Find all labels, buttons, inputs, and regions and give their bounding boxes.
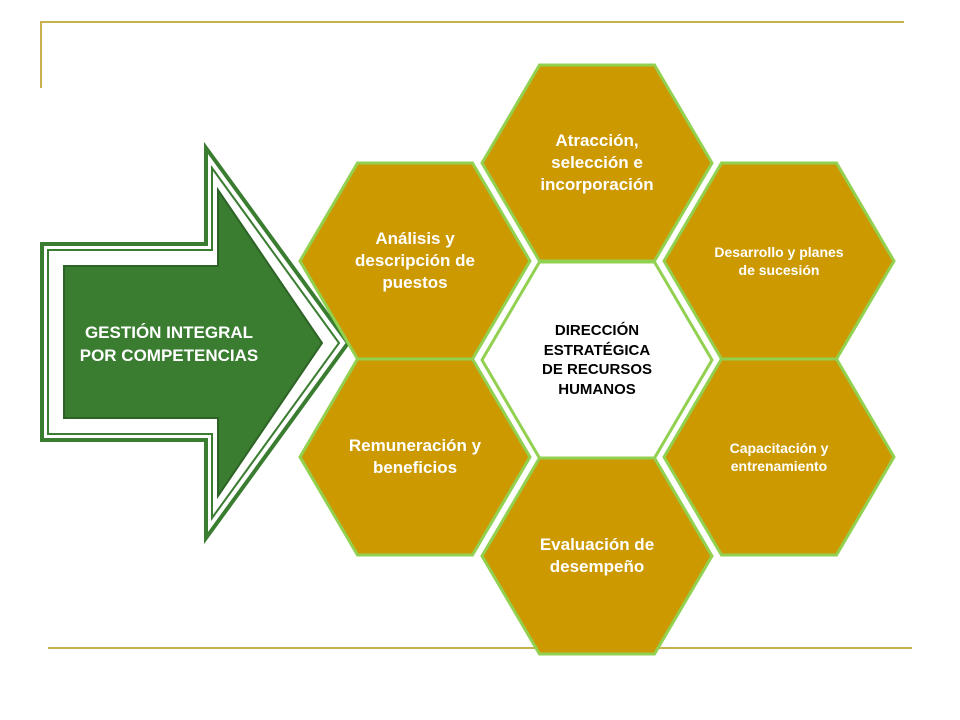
hex-atraccion — [480, 63, 714, 263]
arrow-shape — [63, 186, 324, 500]
hex-capacitacion — [662, 357, 896, 557]
hexagon-group — [298, 63, 896, 656]
center-label: DIRECCIÓN ESTRATÉGICA DE RECURSOS HUMANO… — [541, 322, 653, 398]
hex-desarrollo-label: Desarrollo y planes de sucesión — [714, 243, 844, 278]
hex-evaluacion — [480, 456, 714, 656]
hex-analisis-label: Análisis y descripción de puestos — [355, 228, 475, 293]
hex-remuneracion — [298, 357, 532, 557]
hex-atraccion-label: Atracción, selección e incorporación — [540, 130, 654, 195]
hex-evaluacion-label: Evaluación de desempeño — [539, 534, 655, 576]
hex-remuneracion-label: Remuneración y beneficios — [348, 435, 482, 477]
arrow-label: GESTIÓN INTEGRAL POR COMPETENCIAS — [79, 323, 259, 365]
hex-capacitacion-label: Capacitación y entrenamiento — [729, 439, 829, 474]
